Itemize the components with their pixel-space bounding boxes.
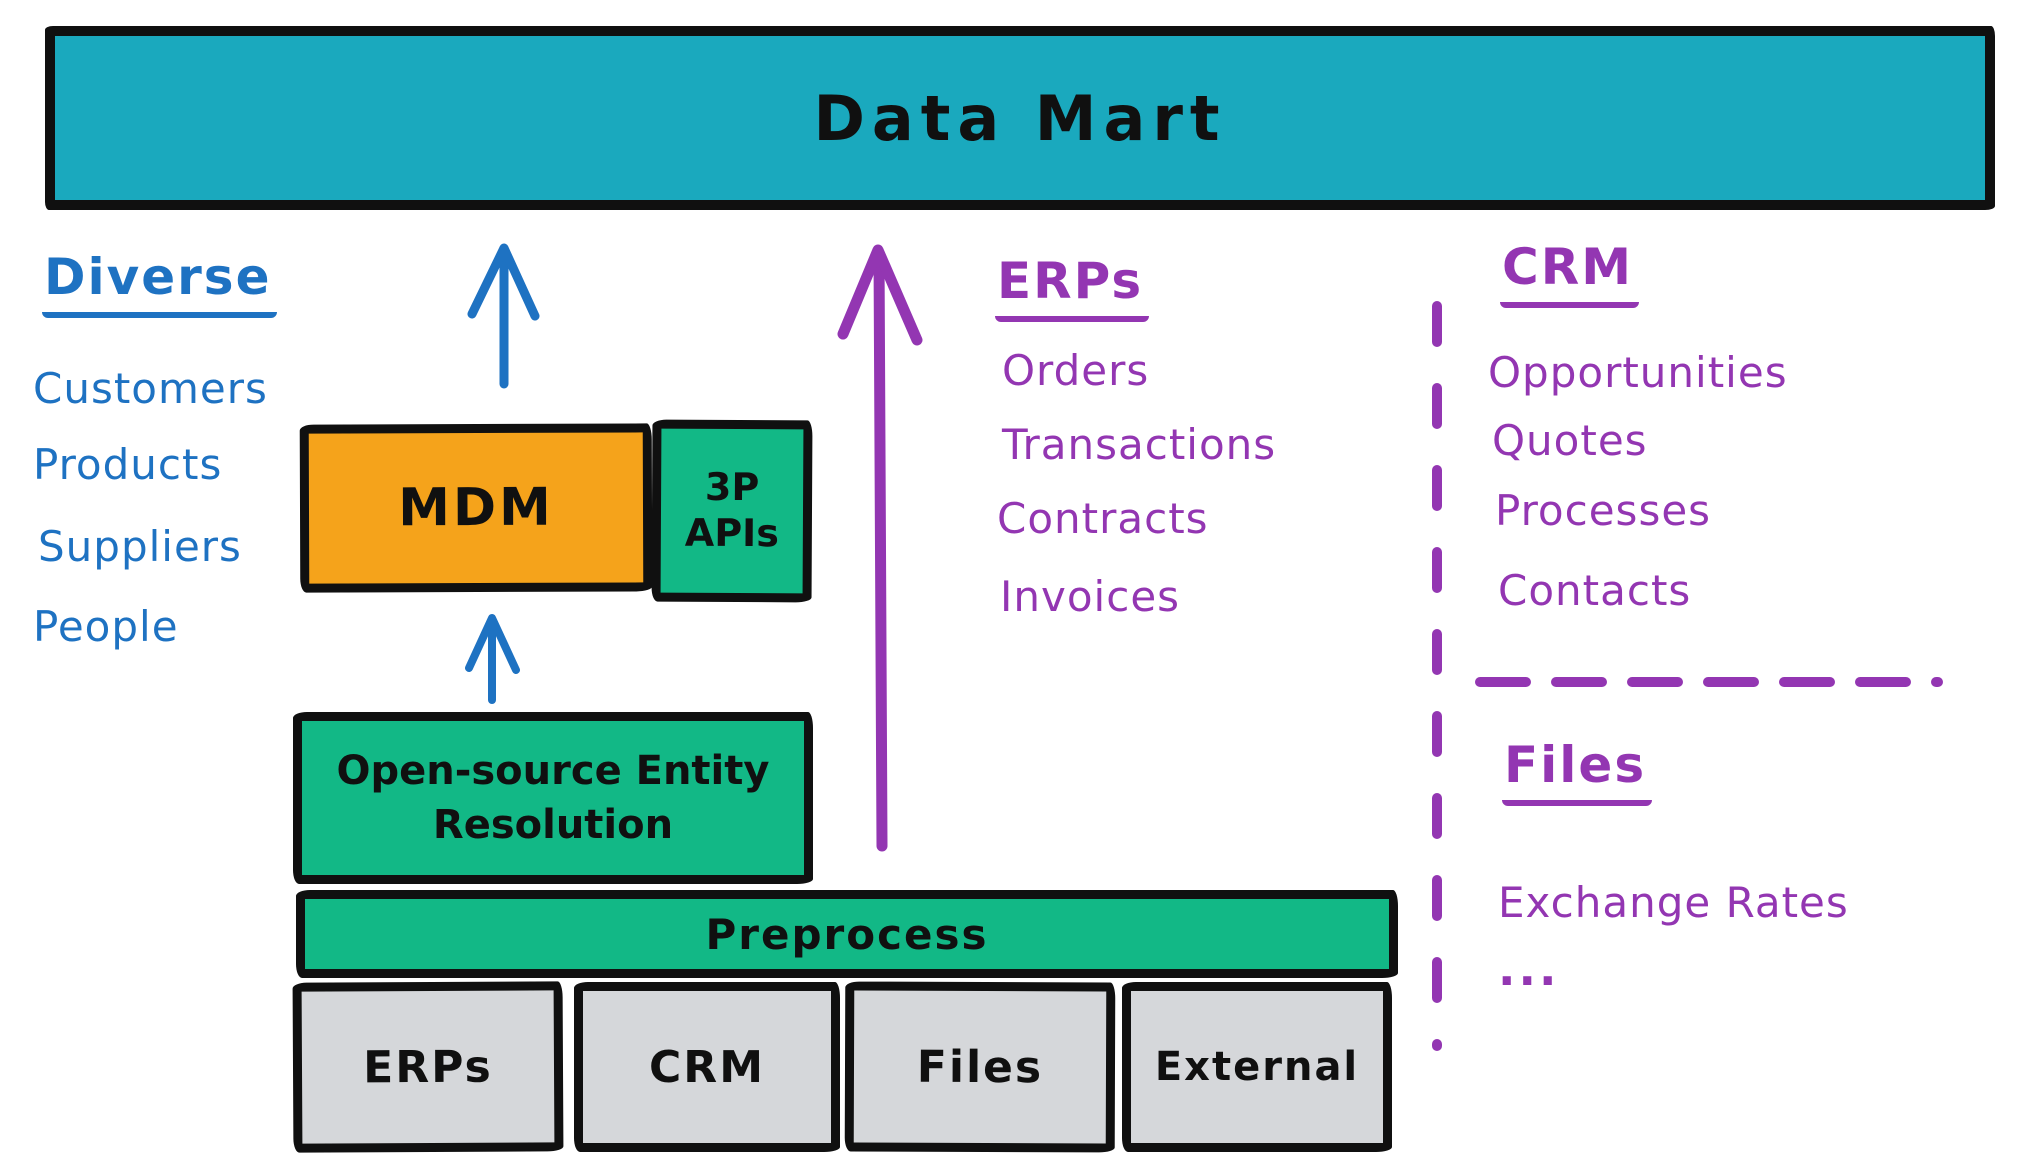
data-mart-box: Data Mart: [45, 26, 1995, 210]
source-box-crm-label: CRM: [649, 1041, 765, 1093]
third-party-apis-label: 3P APIs: [684, 465, 780, 556]
files-heading: Files: [1502, 736, 1653, 806]
diverse-heading: Diverse: [42, 248, 278, 318]
data-mart-label: Data Mart: [813, 81, 1227, 155]
files-item-exchange-rates: Exchange Rates: [1498, 878, 1849, 927]
crm-item-opportunities: Opportunities: [1488, 348, 1788, 397]
crm-heading: CRM: [1500, 238, 1639, 308]
erps-item-invoices: Invoices: [1000, 572, 1181, 621]
source-box-external: External: [1122, 982, 1392, 1152]
erps-item-orders: Orders: [1002, 346, 1150, 395]
source-box-erps: ERPs: [292, 981, 564, 1153]
diverse-item-customers: Customers: [33, 364, 268, 413]
crm-item-quotes: Quotes: [1492, 416, 1648, 465]
source-box-crm: CRM: [574, 982, 840, 1152]
source-box-erps-label: ERPs: [363, 1041, 493, 1093]
files-item-ellipsis: ...: [1498, 942, 1560, 996]
preprocess-label: Preprocess: [705, 909, 989, 959]
source-box-files-label: Files: [916, 1041, 1044, 1093]
diverse-item-suppliers: Suppliers: [38, 522, 242, 571]
crm-item-processes: Processes: [1495, 486, 1712, 535]
arrow-er-to-mdm: [465, 614, 520, 704]
entity-resolution-label: Open-source Entity Resolution: [336, 748, 770, 848]
source-box-files: Files: [844, 981, 1116, 1153]
erps-item-contracts: Contracts: [997, 494, 1209, 543]
source-box-external-label: External: [1154, 1044, 1360, 1090]
mdm-box: MDM: [299, 423, 653, 593]
diverse-item-products: Products: [33, 440, 223, 489]
erps-heading: ERPs: [995, 252, 1150, 322]
arrow-mdm-to-datamart: [467, 243, 540, 389]
third-party-apis-box: 3P APIs: [651, 419, 813, 603]
mdm-label: MDM: [398, 477, 554, 539]
preprocess-bar: Preprocess: [296, 890, 1398, 978]
crm-item-contacts: Contacts: [1498, 566, 1692, 615]
arrow-preprocess-to-datamart: [837, 244, 923, 852]
erps-item-transactions: Transactions: [1002, 420, 1277, 469]
entity-resolution-box: Open-source Entity Resolution: [293, 712, 813, 884]
diverse-item-people: People: [33, 602, 179, 651]
